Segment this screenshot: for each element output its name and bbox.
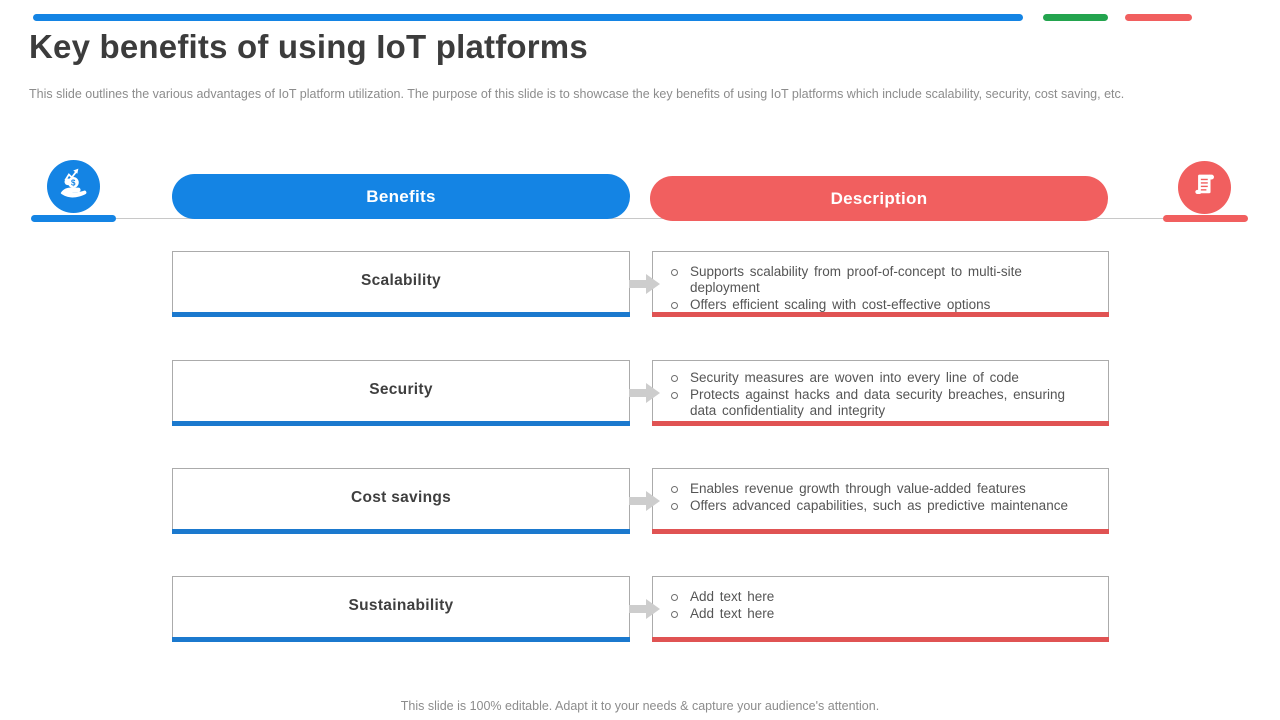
top-accent-bar-red	[1125, 14, 1192, 21]
right-arrow-icon	[629, 491, 660, 511]
description-box-cost-savings: Enables revenue growth through value-add…	[652, 468, 1109, 534]
description-bottom-strip	[652, 637, 1109, 642]
description-box-security: Security measures are woven into every l…	[652, 360, 1109, 426]
benefit-bottom-strip	[172, 421, 630, 426]
page-title: Key benefits of using IoT platforms	[29, 28, 588, 65]
description-box-sustainability: Add text here Add text here	[652, 576, 1109, 642]
benefits-badge: $	[47, 160, 100, 213]
add-text-placeholder[interactable]: Add text here	[663, 589, 1094, 605]
right-arrow-icon	[629, 274, 660, 294]
right-arrow-icon	[629, 599, 660, 619]
description-header-label: Description	[830, 188, 928, 208]
hand-holding-money-icon: $	[55, 165, 93, 208]
add-text-placeholder[interactable]: Add text here	[663, 606, 1094, 622]
benefit-label: Security	[369, 381, 433, 398]
description-point: Protects against hacks and data security…	[663, 387, 1094, 419]
benefit-box-scalability: Scalability	[172, 251, 630, 317]
description-box-scalability: Supports scalability from proof-of-conce…	[652, 251, 1109, 317]
description-point: Supports scalability from proof-of-conce…	[663, 264, 1094, 296]
description-badge	[1178, 161, 1231, 214]
svg-text:$: $	[71, 178, 76, 187]
slide-subtitle: This slide outlines the various advantag…	[29, 87, 1125, 101]
description-accent-underbar	[1163, 215, 1248, 222]
description-list: Security measures are woven into every l…	[653, 361, 1108, 419]
description-bottom-strip	[652, 529, 1109, 534]
description-bottom-strip	[652, 312, 1109, 317]
right-arrow-icon	[629, 383, 660, 403]
description-bottom-strip	[652, 421, 1109, 426]
benefit-label: Cost savings	[350, 489, 452, 506]
description-list: Enables revenue growth through value-add…	[653, 469, 1108, 514]
benefit-box-sustainability: Sustainability	[172, 576, 630, 642]
benefit-box-security: Security	[172, 360, 630, 426]
benefit-box-cost-savings: Cost savings	[172, 468, 630, 534]
header-connector-line	[116, 218, 1163, 219]
description-column-header: Description	[650, 176, 1108, 221]
benefit-bottom-strip	[172, 529, 630, 534]
top-accent-bar-blue	[33, 14, 1023, 21]
benefits-accent-underbar	[31, 215, 116, 222]
editable-note: This slide is 100% editable. Adapt it to…	[400, 699, 880, 713]
description-point: Security measures are woven into every l…	[663, 370, 1094, 386]
description-list: Supports scalability from proof-of-conce…	[653, 252, 1108, 313]
benefit-bottom-strip	[172, 312, 630, 317]
description-point: Offers efficient scaling with cost-effec…	[663, 297, 1094, 313]
benefit-bottom-strip	[172, 637, 630, 642]
scroll-document-icon	[1187, 167, 1223, 208]
benefits-header-label: Benefits	[366, 186, 436, 206]
description-list: Add text here Add text here	[653, 577, 1108, 622]
description-point: Enables revenue growth through value-add…	[663, 481, 1094, 497]
benefits-column-header: Benefits	[172, 174, 630, 219]
benefit-label: Sustainability	[348, 597, 454, 614]
top-accent-bar-green	[1043, 14, 1108, 21]
description-point: Offers advanced capabilities, such as pr…	[663, 498, 1094, 514]
benefit-label: Scalability	[361, 272, 441, 289]
